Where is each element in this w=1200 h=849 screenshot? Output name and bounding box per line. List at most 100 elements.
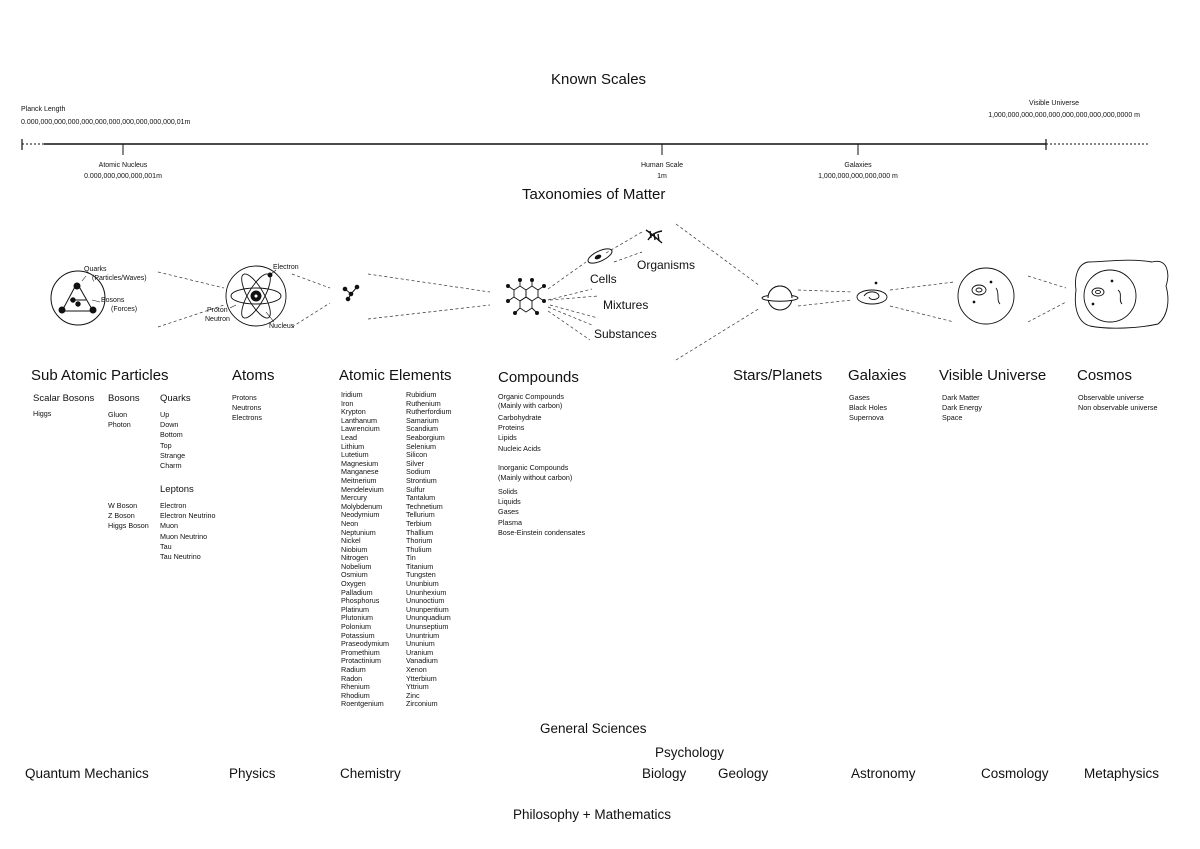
subatomic-particle-icon: [50, 270, 106, 326]
biology-label: Biology: [642, 766, 687, 781]
list-item: Ununium: [406, 639, 435, 649]
list-item: Gases: [849, 393, 870, 402]
list-item: Samarium: [406, 415, 439, 425]
list-item: Ununoctium: [406, 596, 445, 606]
cell-icon: [587, 248, 613, 264]
list-item: Bose-Einstein condensates: [498, 527, 586, 537]
list-item: Muon Neutrino: [160, 531, 208, 541]
list-item: Terbium: [406, 518, 432, 528]
list-item: Z Boson: [108, 511, 135, 520]
list-item: Ununseptium: [406, 622, 449, 632]
electron-label: Electron: [273, 264, 299, 271]
visible-universe-icon: [957, 267, 1015, 325]
general-sciences-title: General Sciences: [540, 721, 647, 736]
galaxies-title: Galaxies: [848, 367, 907, 384]
list-item: Ununpentium: [406, 604, 449, 614]
list-item: Supernova: [849, 413, 884, 423]
cosmology-label: Cosmology: [981, 766, 1049, 781]
list-item: W Boson: [108, 501, 138, 510]
list-item: Strontium: [406, 475, 437, 485]
galaxies-list: Gases Black Holes Supernova: [849, 393, 887, 424]
bosons-label: Bosons (Forces): [101, 296, 137, 314]
subatomic-title: Sub Atomic Particles: [31, 367, 169, 384]
taxonomy-connectors: [157, 223, 1067, 361]
list-item: Niobium: [341, 544, 368, 554]
list-item: Palladium: [341, 587, 373, 597]
list-item: Observable universe: [1078, 393, 1144, 402]
planck-length-label: Planck Length 0.000,000,000,000,000,000,…: [21, 104, 190, 128]
compounds-title: Compounds: [498, 369, 579, 386]
list-item: Plasma: [498, 517, 522, 527]
list-item: Mendelevium: [341, 484, 384, 494]
visible-universe-title: Visible Universe: [939, 367, 1047, 384]
proton-text: Proton: [207, 307, 228, 314]
list-item: Carbohydrate: [498, 413, 542, 422]
scalar-bosons-list: Higgs: [33, 409, 51, 419]
bosons-sub-text: (Forces): [111, 306, 138, 313]
list-item: Technetium: [406, 501, 443, 511]
quarks-sub-text: (Particles/Waves): [92, 275, 147, 282]
physics-label: Physics: [229, 766, 276, 781]
list-item: Iridium: [341, 390, 363, 399]
list-item: Sulfur: [406, 484, 425, 494]
list-item: Top: [160, 440, 172, 450]
list-item: Electron: [160, 501, 187, 510]
list-item: Ununtrium: [406, 630, 440, 640]
list-item: Lutetium: [341, 450, 369, 460]
list-item: Oxygen: [341, 579, 366, 589]
visible-universe-list: Dark Matter Dark Energy Space: [942, 393, 982, 424]
list-item: Praseodymium: [341, 639, 389, 649]
list-item: Roentgenium: [341, 699, 384, 709]
geology-label: Geology: [718, 766, 769, 781]
list-item: Nitrogen: [341, 553, 369, 563]
inorganic-title: Inorganic Compounds: [498, 463, 569, 472]
list-item: Nickel: [341, 536, 361, 546]
list-item: Electron Neutrino: [160, 511, 216, 521]
list-item: Lanthanum: [341, 415, 377, 425]
nucleus-label: Atomic Nucleus: [98, 162, 148, 169]
taxonomies-title: Taxonomies of Matter: [522, 186, 666, 203]
list-item: Thulium: [406, 544, 432, 554]
visible-value: 1,000,000,000,000,000,000,000,000,000,00…: [988, 112, 1140, 119]
quarks-title: Quarks: [160, 393, 191, 404]
bosons-text: Bosons: [101, 297, 125, 304]
atoms-title: Atoms: [232, 367, 275, 384]
list-item: Tin: [406, 553, 416, 563]
list-item: Ytterbium: [406, 673, 437, 683]
list-item: Gluon: [108, 410, 128, 419]
cosmos-title: Cosmos: [1077, 367, 1133, 384]
list-item: Up: [160, 410, 170, 419]
list-item: Rutherfordium: [406, 407, 452, 417]
quarks-label: Quarks (Particles/Waves): [84, 265, 147, 283]
atom-icon: [225, 265, 287, 327]
list-item: Osmium: [341, 570, 368, 580]
list-item: Meitnerium: [341, 475, 377, 485]
list-item: Titanium: [406, 561, 434, 571]
scalar-bosons-title: Scalar Bosons: [33, 393, 95, 404]
bosons-list-2: W Boson Z Boson Higgs Boson: [108, 501, 149, 531]
list-item: Gases: [498, 507, 519, 517]
list-item: Higgs Boson: [108, 521, 149, 530]
list-item: Selenium: [406, 441, 436, 451]
list-item: Thorium: [406, 536, 433, 546]
nucleus-value: 0.000,000,000,000,001m: [84, 173, 162, 180]
bosons-title: Bosons: [108, 393, 140, 404]
list-item: Tau Neutrino: [160, 552, 201, 562]
list-item: Lipids: [498, 433, 517, 443]
list-item: Uranium: [406, 647, 434, 657]
list-item: Tellurium: [406, 510, 435, 520]
substances-label: Substances: [594, 327, 657, 341]
list-item: Zinc: [406, 690, 420, 700]
bosons-list: Gluon Photon: [108, 410, 131, 430]
organic-list: Carbohydrate Proteins Lipids Nucleic Aci…: [498, 413, 542, 454]
list-item: Solids: [498, 487, 518, 496]
cosmos-icon: [1074, 259, 1169, 329]
known-scales-title: Known Scales: [551, 71, 647, 88]
quarks-text: Quarks: [84, 266, 107, 273]
list-item: Radon: [341, 673, 363, 683]
list-item: Nobelium: [341, 561, 372, 571]
visible-universe-scale-label: Visible Universe 1,000,000,000,000,000,0…: [958, 98, 1140, 121]
list-item: Neodymium: [341, 510, 380, 520]
